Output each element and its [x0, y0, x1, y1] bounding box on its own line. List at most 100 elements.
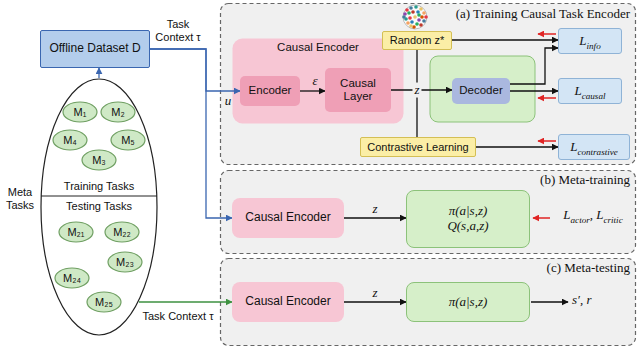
policy-box: π(a|s,z) [406, 282, 530, 322]
gradient-arrow [538, 33, 556, 35]
text-part: Q(s,a,z) [447, 218, 488, 233]
text-slot: Testing Tasks [52, 200, 146, 213]
loss-box: Lcausal [558, 78, 622, 104]
text-slot: (c) Meta-testing [410, 261, 630, 276]
noise-dot [402, 15, 406, 19]
task-divider [41, 196, 157, 197]
task-node: M₃ [81, 149, 117, 171]
text-part: L [563, 207, 570, 222]
task-node: M₂₁ [58, 221, 94, 243]
text-part: u [225, 93, 232, 108]
edge-label-slot: z [370, 202, 379, 217]
noise-dot [414, 5, 418, 9]
connector [98, 68, 99, 78]
label-slot: s′, r [572, 293, 616, 308]
node-heading: (b) Meta-training [410, 173, 630, 188]
gradient-arrow [538, 97, 556, 99]
node-text: M₂₁ [67, 226, 84, 239]
noise-dot [408, 16, 412, 20]
gradient-arrow [533, 217, 550, 219]
node-heading: (a) Training Causal Task Encoder [410, 7, 630, 22]
label-slot: Task Context τ [150, 18, 206, 43]
noise-dot [415, 22, 419, 26]
group-label: Meta Tasks [2, 186, 38, 211]
stage-panel: (a) Training Causal Task EncoderCausal E… [220, 3, 636, 165]
ellipse-shape [101, 102, 135, 122]
noise-dot [411, 10, 415, 14]
ellipse-shape [108, 252, 142, 272]
noise-dot [407, 11, 411, 15]
policy-box: π(a|s,z)Q(s,a,z) [406, 190, 530, 248]
node-heading: Causal Encoder [232, 41, 404, 54]
node-heading: (c) Meta-testing [410, 261, 630, 276]
ellipse-shape [55, 268, 89, 288]
gradient-arrow [538, 140, 556, 142]
noise-dot [419, 23, 423, 27]
noise-dot [413, 15, 417, 19]
ellipse-shape [105, 222, 139, 242]
edge-label: z [412, 83, 421, 98]
label-slot: Task Context τ [136, 310, 220, 323]
noise-dot [419, 7, 423, 11]
text-part: π(a|s,z) [449, 294, 488, 309]
task-node: M₄ [52, 129, 88, 151]
text-part: s′, r [572, 292, 591, 307]
noise-dot [406, 21, 410, 25]
connector [300, 90, 325, 91]
node-text: Encoder [249, 84, 292, 97]
text-part: causal [582, 90, 606, 100]
connector [510, 90, 558, 91]
label-slot: Lactor, Lcritic [550, 208, 636, 223]
loss-label: Lactor, Lcritic [550, 208, 636, 223]
ellipse-shape [82, 150, 116, 170]
task-node: M₁ [62, 101, 98, 123]
noise-box: Random z* [382, 31, 452, 50]
output-arrow [531, 301, 568, 302]
stage-panel-ground [221, 4, 636, 165]
text-part: L [579, 33, 586, 48]
node-text: Causal Encoder [245, 211, 330, 225]
node-text: M₂₃ [116, 256, 134, 269]
text-part: contrastive [577, 146, 617, 156]
node-text: M₁ [74, 106, 87, 119]
text-part: π(a|s,z) [449, 203, 488, 218]
node-text: Causal Encoder [245, 295, 330, 309]
edge-label: z [370, 202, 379, 217]
node-text: M₂₂ [113, 226, 131, 239]
output-label: s′, r [572, 293, 616, 308]
task-node: M₂₅ [86, 291, 122, 313]
text-slot: Training Tasks [52, 180, 146, 193]
flow-label: Task Context τ [150, 18, 206, 43]
node-text: M₂ [111, 106, 124, 119]
node-text: Lcontrastive [570, 140, 618, 155]
stage-panel: (b) Meta-trainingCausal Encoder π(a|s,z)Q… [220, 170, 636, 254]
encoder-box: Causal Encoder [232, 198, 344, 238]
task-node: M₂₂ [104, 221, 140, 243]
ellipse-shape [111, 130, 145, 150]
node-text: M₂₄ [63, 272, 81, 285]
text-slot: (b) Meta-training [410, 173, 630, 188]
node-text: π(a|s,z) [449, 295, 488, 310]
text-part: actor [571, 215, 590, 225]
connector [344, 217, 406, 218]
node-text: Lcausal [575, 84, 606, 99]
ellipse-shape [53, 130, 87, 150]
flow-label: Task Context τ [136, 310, 220, 323]
node-text: Decoder [459, 84, 502, 97]
noise-dot [409, 24, 413, 28]
noise-dot [409, 6, 413, 10]
edge-label: ε [310, 74, 319, 89]
node-text: M₄ [63, 134, 77, 147]
connector [510, 48, 558, 84]
process-box: Contrastive Learning [360, 137, 476, 157]
process-box: Decoder [452, 78, 510, 104]
noise-dot [424, 15, 428, 19]
ellipse-shape [59, 222, 93, 242]
process-box: Encoder [240, 76, 300, 106]
connector [344, 301, 406, 302]
edge-label-slot: ε [310, 74, 319, 89]
dataset-box: Offline Dataset D [40, 30, 150, 68]
noise-dot [405, 8, 409, 12]
node-text: Q(s,a,z) [447, 219, 488, 234]
